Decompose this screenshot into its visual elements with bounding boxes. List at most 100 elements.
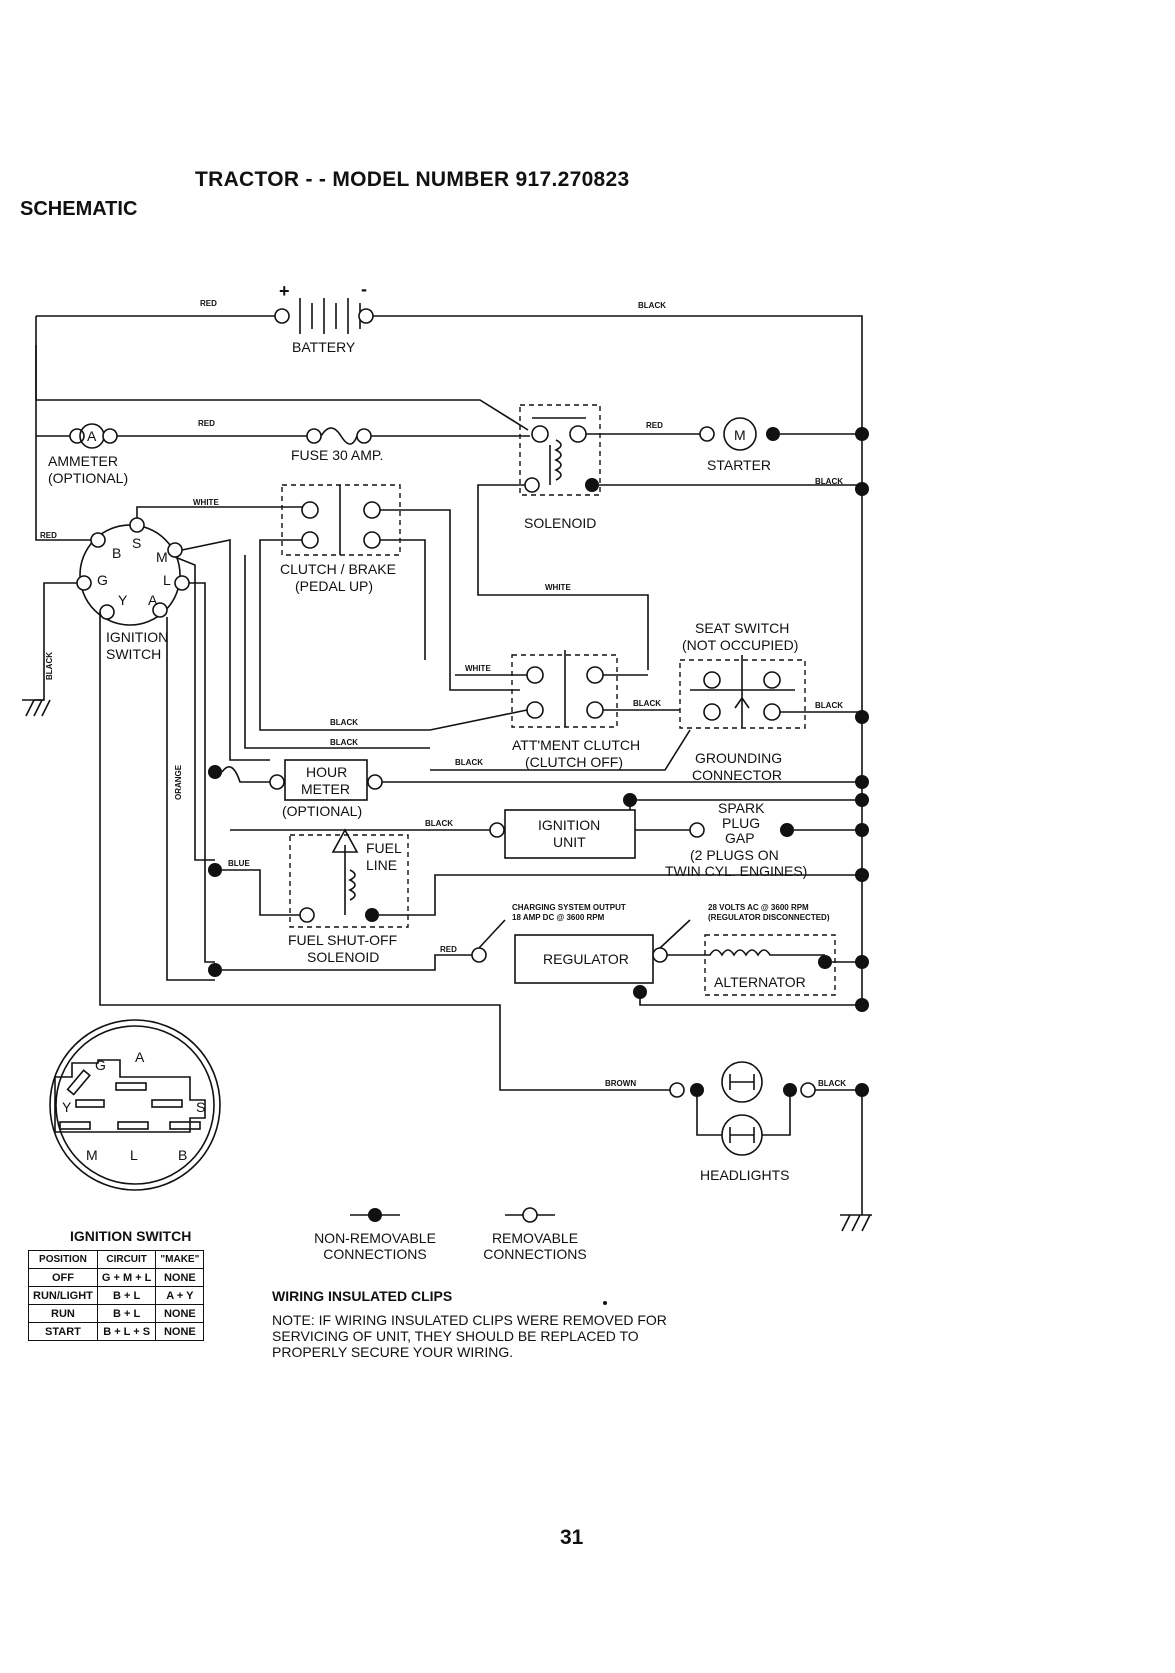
page-title: TRACTOR - - MODEL NUMBER 917.270823 — [195, 168, 630, 191]
clutch-brake-label-2: (PEDAL UP) — [295, 578, 373, 594]
ign-term-b: B — [112, 545, 121, 561]
alt-note-2: (REGULATOR DISCONNECTED) — [708, 913, 830, 922]
spark-label-2: PLUG — [722, 815, 760, 831]
wire-label-white-2: WHITE — [193, 498, 219, 507]
note-line-3: PROPERLY SECURE YOUR WIRING. — [272, 1344, 514, 1360]
spark-label-1: SPARK — [718, 800, 765, 816]
wire-label-white: WHITE — [545, 583, 571, 592]
attachment-clutch-switch: WHITE BLACK BLACK ATT'MENT CLUTCH (CLUTC… — [429, 650, 691, 771]
hour-meter-label-1: HOUR — [306, 764, 347, 780]
face-l: L — [130, 1147, 138, 1163]
grounding-label-2: CONNECTOR — [692, 767, 782, 783]
fuel-line-label-1: FUEL — [366, 840, 402, 856]
ground-symbol-left — [22, 699, 51, 717]
wire-label-black-5: BLACK — [330, 738, 358, 747]
spark-label-3: GAP — [725, 830, 755, 846]
wiring-note: WIRING INSULATED CLIPS NOTE: IF WIRING I… — [272, 1288, 667, 1360]
wire-label-black-4: BLACK — [330, 718, 358, 727]
wire-label-black-9: BLACK — [425, 819, 453, 828]
clutch-brake-switch: CLUTCH / BRAKE (PEDAL UP) BLACK BLACK — [244, 484, 520, 749]
ammeter-optional: (OPTIONAL) — [48, 470, 128, 486]
spark-label-5: TWIN CYL. ENGINES) — [665, 863, 807, 879]
ign-switch-label-2: SWITCH — [106, 646, 161, 662]
battery-plus: + — [279, 281, 290, 301]
legend-removable-2: CONNECTIONS — [483, 1246, 587, 1262]
hour-meter: HOUR METER (OPTIONAL) ORANGE — [174, 759, 869, 819]
table-row: RUN B + L NONE — [28, 1304, 205, 1323]
wire-label-red-3: RED — [646, 421, 663, 430]
seat-switch: SEAT SWITCH (NOT OCCUPIED) BLACK GROUNDI… — [679, 620, 869, 783]
fuse-element — [320, 427, 358, 445]
table-cell: NONE — [155, 1322, 205, 1341]
solenoid-label: SOLENOID — [524, 515, 596, 531]
section-heading: SCHEMATIC — [20, 198, 138, 220]
legend-removable-1: REMOVABLE — [491, 1230, 579, 1246]
note-line-1: NOTE: IF WIRING INSULATED CLIPS WERE REM… — [272, 1312, 667, 1328]
ground-symbol-right — [840, 1214, 872, 1232]
table-row: START B + L + S NONE — [28, 1322, 205, 1341]
table-header: CIRCUIT — [96, 1250, 157, 1269]
clutch-brake-label-1: CLUTCH / BRAKE — [280, 561, 396, 577]
starter-letter: M — [734, 427, 746, 443]
hour-meter-label-2: METER — [301, 781, 350, 797]
fuel-sol-label-1: FUEL SHUT-OFF — [288, 932, 397, 948]
regulator-label: REGULATOR — [543, 951, 629, 967]
wire-label-red-4: RED — [40, 531, 57, 540]
ammeter-label: AMMETER — [48, 453, 118, 469]
hour-meter-optional: (OPTIONAL) — [282, 803, 362, 819]
table-cell: RUN/LIGHT — [28, 1286, 98, 1305]
starter-label: STARTER — [707, 457, 771, 473]
table-cell: RUN — [28, 1304, 98, 1323]
alternator-label: ALTERNATOR — [714, 974, 806, 990]
face-y: Y — [62, 1099, 72, 1115]
ign-term-y: Y — [118, 592, 128, 608]
wire-label-black-3: BLACK — [45, 652, 54, 680]
wire-label-black-10: BLACK — [818, 1079, 846, 1088]
wire-label-brown: BROWN — [605, 1079, 636, 1088]
face-m: M — [86, 1147, 98, 1163]
ign-term-l: L — [163, 572, 171, 588]
wire-label-black: BLACK — [638, 301, 666, 310]
spark-label-4: (2 PLUGS ON — [690, 847, 779, 863]
wire-label-red-2: RED — [198, 419, 215, 428]
table-row: OFF G + M + L NONE — [28, 1268, 205, 1287]
ignition-table-title: IGNITION SWITCH — [70, 1228, 192, 1244]
headlights-label: HEADLIGHTS — [700, 1167, 789, 1183]
attment-clutch-label-2: (CLUTCH OFF) — [525, 754, 623, 770]
ammeter-letter: A — [87, 428, 97, 444]
face-g: G — [95, 1057, 106, 1073]
wire-label-orange: ORANGE — [174, 764, 183, 800]
legend-nonremovable-1: NON-REMOVABLE — [314, 1230, 436, 1246]
seat-switch-label-1: SEAT SWITCH — [695, 620, 789, 636]
ign-term-s: S — [132, 535, 141, 551]
removable-symbol — [522, 1207, 538, 1223]
table-cell: OFF — [28, 1268, 98, 1287]
starter-motor — [723, 417, 757, 451]
table-header: POSITION — [28, 1250, 98, 1269]
table-cell: G + M + L — [96, 1268, 157, 1287]
legend-nonremovable-2: CONNECTIONS — [323, 1246, 427, 1262]
nonremovable-symbol — [368, 1208, 382, 1222]
solenoid-coil — [554, 439, 562, 481]
solenoid-box — [519, 404, 601, 496]
table-cell: NONE — [155, 1304, 205, 1323]
wire-label-red: RED — [200, 299, 217, 308]
ign-term-a: A — [148, 592, 158, 608]
table-cell: START — [28, 1322, 98, 1341]
ign-term-g: G — [97, 572, 108, 588]
starter-circuit: A RED FUSE 30 AMP. AMMETER (OPTIONAL) SO… — [36, 404, 869, 670]
wire-label-black-2: BLACK — [815, 477, 843, 486]
table-cell: B + L — [96, 1286, 157, 1305]
grounding-label-1: GROUNDING — [695, 750, 782, 766]
face-s: S — [196, 1099, 205, 1115]
table-cell: B + L — [96, 1304, 157, 1323]
wire-label-white-3: WHITE — [465, 664, 491, 673]
legend-symbols — [350, 1207, 607, 1305]
table-cell: A + Y — [155, 1286, 205, 1305]
wire-label-red-5: RED — [440, 945, 457, 954]
wire-label-blue: BLUE — [228, 859, 250, 868]
ignition-switch-table: POSITION CIRCUIT "MAKE" OFF G + M + L NO… — [28, 1250, 205, 1341]
face-a: A — [135, 1049, 145, 1065]
wire-label-black-7: BLACK — [633, 699, 661, 708]
ign-term-m: M — [156, 549, 168, 565]
